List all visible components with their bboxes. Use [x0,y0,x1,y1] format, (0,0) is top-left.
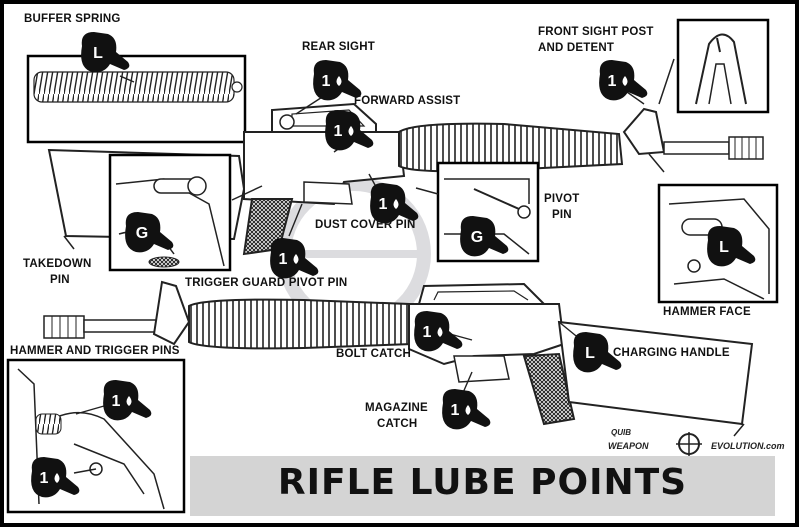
label-pivot-pin-line2: PIN [552,209,572,221]
marker-letter: 1 [40,470,49,487]
label-takedown-pin-line2: PIN [50,274,70,286]
label-pivot-pin-line1: PIVOT [544,193,580,205]
label-hammer-face: HAMMER FACE [663,306,751,318]
marker-letter: 1 [112,393,121,410]
lube-marker-hammer-face: L [707,226,756,267]
marker-letter: 1 [322,73,331,90]
drop-icon [348,126,354,136]
marker-letter: 1 [423,324,432,341]
label-dust-cover-pin: DUST COVER PIN [315,219,416,231]
drop-icon [54,473,60,483]
label-front-sight-line2: AND DETENT [538,42,615,54]
lube-marker-rear-sight: 1 [313,60,362,101]
rifle-drawings [6,18,779,514]
marker-letter: 1 [334,123,343,140]
label-front-sight-line1: FRONT SIGHT POST [538,26,654,38]
lube-marker-dust-cover-pin: 1 [370,183,419,224]
brand-logo: QUIB WEAPON EVOLUTION.com [604,428,794,458]
label-hammer-trigger-pins: HAMMER AND TRIGGER PINS [10,345,180,357]
page-title: RIFLE LUBE POINTS [277,462,688,503]
label-trigger-guard-pivot-pin: TRIGGER GUARD PIVOT PIN [185,277,348,289]
lube-marker-takedown-pin: G [125,212,174,253]
drop-icon [437,327,443,337]
marker-letter: G [471,229,483,246]
label-rear-sight: REAR SIGHT [302,41,375,53]
lube-marker-pivot-pin: G [460,216,509,257]
brand-top-text: QUIB [611,428,631,437]
lube-marker-magazine-catch: 1 [442,389,491,430]
lube-marker-charging-handle: L [573,332,622,373]
brand-left-text: WEAPON [608,441,649,451]
lube-marker-forward-assist: 1 [325,110,374,151]
front-sight-inset [658,18,770,114]
drop-icon [622,76,628,86]
lube-marker-buffer-spring: L [81,32,130,73]
takedown-pin-inset [108,153,232,272]
lube-marker-trigger-guard-pivot-pin: 1 [270,238,319,279]
title-banner: RIFLE LUBE POINTS [190,456,775,516]
marker-letter: 1 [451,402,460,419]
crosshair-icon [676,432,702,456]
label-bolt-catch: BOLT CATCH [336,348,412,360]
lube-marker-front-sight: 1 [599,60,648,101]
lube-marker-hammer-pin: 1 [103,380,152,421]
lube-marker-trigger-pin: 1 [31,457,80,498]
marker-letter: G [136,225,148,242]
marker-letter: 1 [279,251,288,268]
marker-letter: L [93,45,103,62]
drop-icon [336,76,342,86]
label-magazine-catch-line2: CATCH [377,418,418,430]
label-buffer-spring: BUFFER SPRING [24,13,121,25]
label-takedown-pin-line1: TAKEDOWN [23,258,92,270]
marker-letter: 1 [608,73,617,90]
drop-icon [393,199,399,209]
marker-letter: 1 [379,196,388,213]
label-charging-handle: CHARGING HANDLE [613,347,730,359]
buffer-spring-inset [26,54,247,144]
label-magazine-catch-line1: MAGAZINE [365,402,428,414]
marker-letter: L [585,345,595,362]
lube-marker-bolt-catch: 1 [414,311,463,352]
drop-icon [465,405,471,415]
drop-icon [293,254,299,264]
drop-icon [126,396,132,406]
label-forward-assist: FORWARD ASSIST [354,95,461,107]
marker-letter: L [719,239,729,256]
brand-right-text: EVOLUTION.com [711,441,785,451]
